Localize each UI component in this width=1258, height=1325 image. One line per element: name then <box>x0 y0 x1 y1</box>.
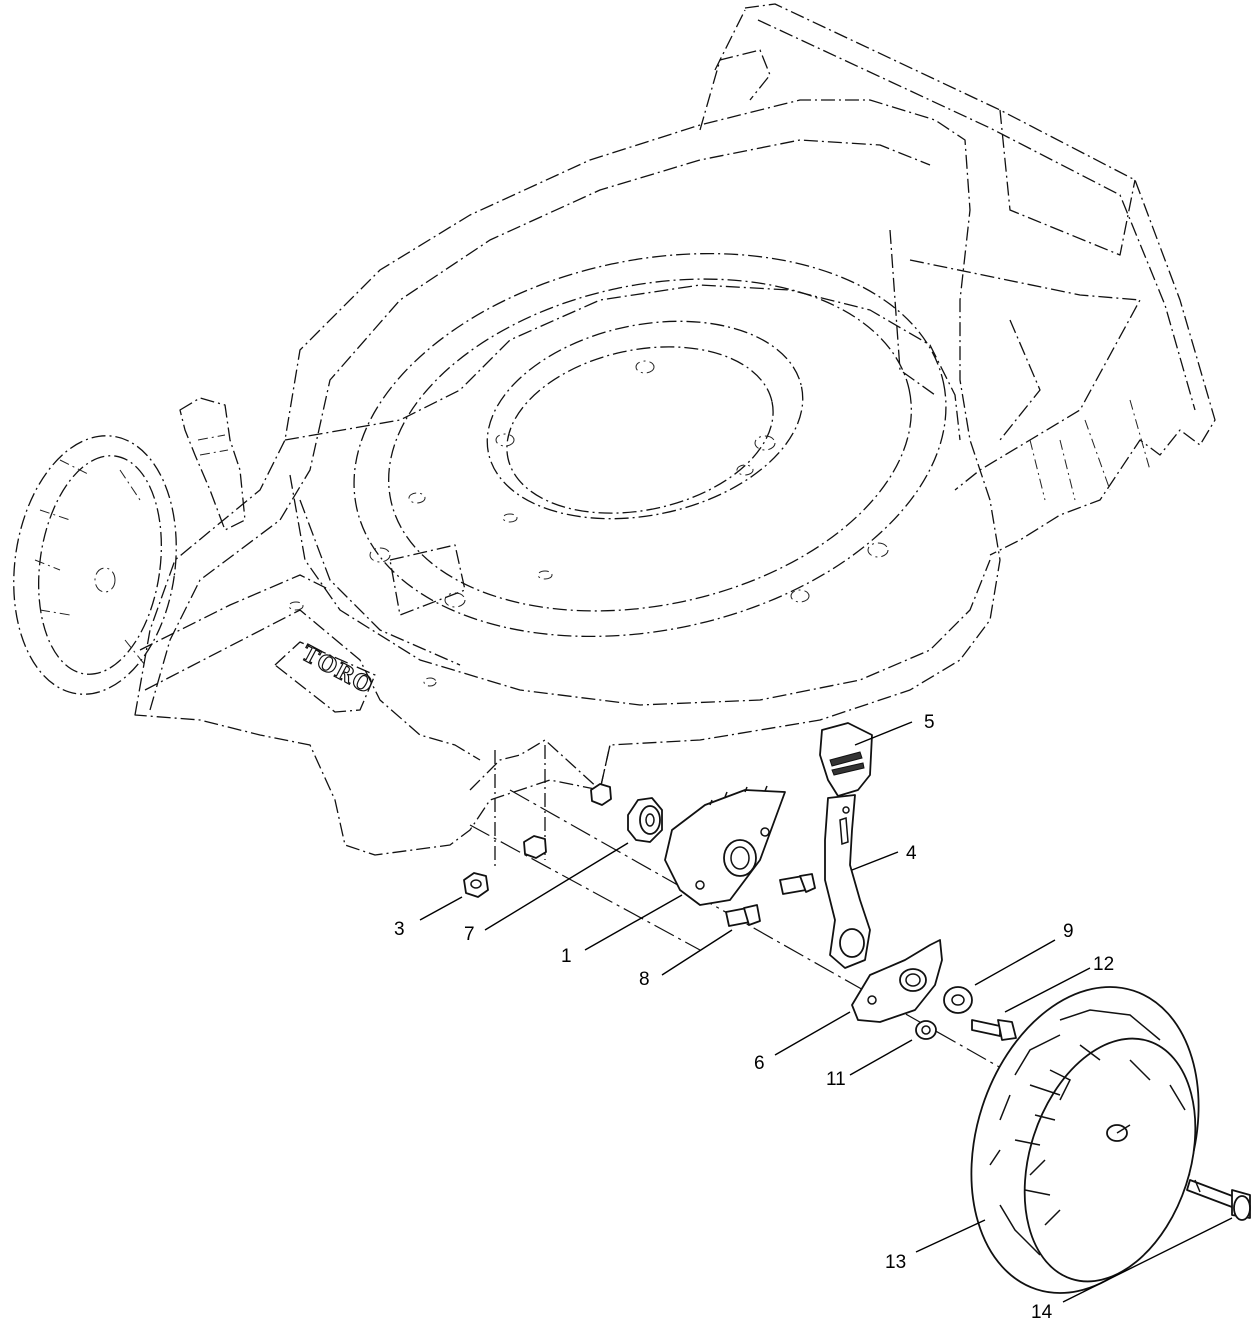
callout-7: 7 <box>464 924 475 945</box>
rear-wheel-12 <box>970 986 1200 1294</box>
bolt-8-upper <box>779 873 816 895</box>
leader-3 <box>419 896 463 921</box>
callout-5: 5 <box>924 712 935 733</box>
height-adjust-grip-5 <box>819 722 873 797</box>
leader-6 <box>774 1011 851 1056</box>
hex-nut-upper <box>590 783 612 806</box>
callout-14: 12 <box>1093 954 1114 975</box>
callout-11: 11 <box>826 1069 846 1090</box>
leader-1 <box>584 894 683 951</box>
mower-deck-phantom: TORO <box>13 3 1216 870</box>
deck-bolts <box>288 360 889 687</box>
callout-1: 1 <box>561 946 572 967</box>
leader-lines <box>419 721 1233 1303</box>
shoulder-bolt-13 <box>1186 1179 1251 1221</box>
callout-4: 4 <box>906 843 917 864</box>
nut-axis-centerline <box>469 824 701 951</box>
callout-3: 3 <box>394 919 405 940</box>
leader-14 <box>1004 967 1091 1013</box>
toro-logo-plate: TORO <box>274 640 378 713</box>
nut-11 <box>915 1020 937 1040</box>
wheel-bracket-6 <box>851 939 943 1023</box>
callout-13: 14 <box>1031 1302 1053 1323</box>
front-left-wheel-phantom <box>13 435 177 695</box>
washer-9 <box>943 986 973 1014</box>
logo-text: TORO <box>297 640 377 699</box>
callout-9: 9 <box>1063 921 1074 942</box>
leader-11 <box>849 1039 913 1076</box>
hex-nut-lower <box>523 835 547 859</box>
callout-6: 6 <box>754 1053 765 1074</box>
callout-12: 13 <box>885 1252 906 1273</box>
callouts: 5 4 3 7 1 8 9 12 6 11 13 14 <box>394 712 1114 1323</box>
leader-5 <box>854 721 913 746</box>
callout-8: 8 <box>639 969 650 990</box>
leader-8 <box>661 929 733 976</box>
pivot-plate-1 <box>664 785 786 906</box>
leader-7 <box>484 842 629 931</box>
leader-9 <box>974 939 1056 986</box>
axle-bolt-14 <box>971 1019 1017 1041</box>
spacer-bushing-7 <box>627 797 663 843</box>
leader-12 <box>915 1219 986 1253</box>
bolt-8 <box>725 904 761 927</box>
leader-13 <box>1062 1217 1233 1303</box>
hex-nut-3 <box>463 872 489 898</box>
height-adjust-lever-4 <box>824 794 871 969</box>
leader-4 <box>851 851 899 871</box>
